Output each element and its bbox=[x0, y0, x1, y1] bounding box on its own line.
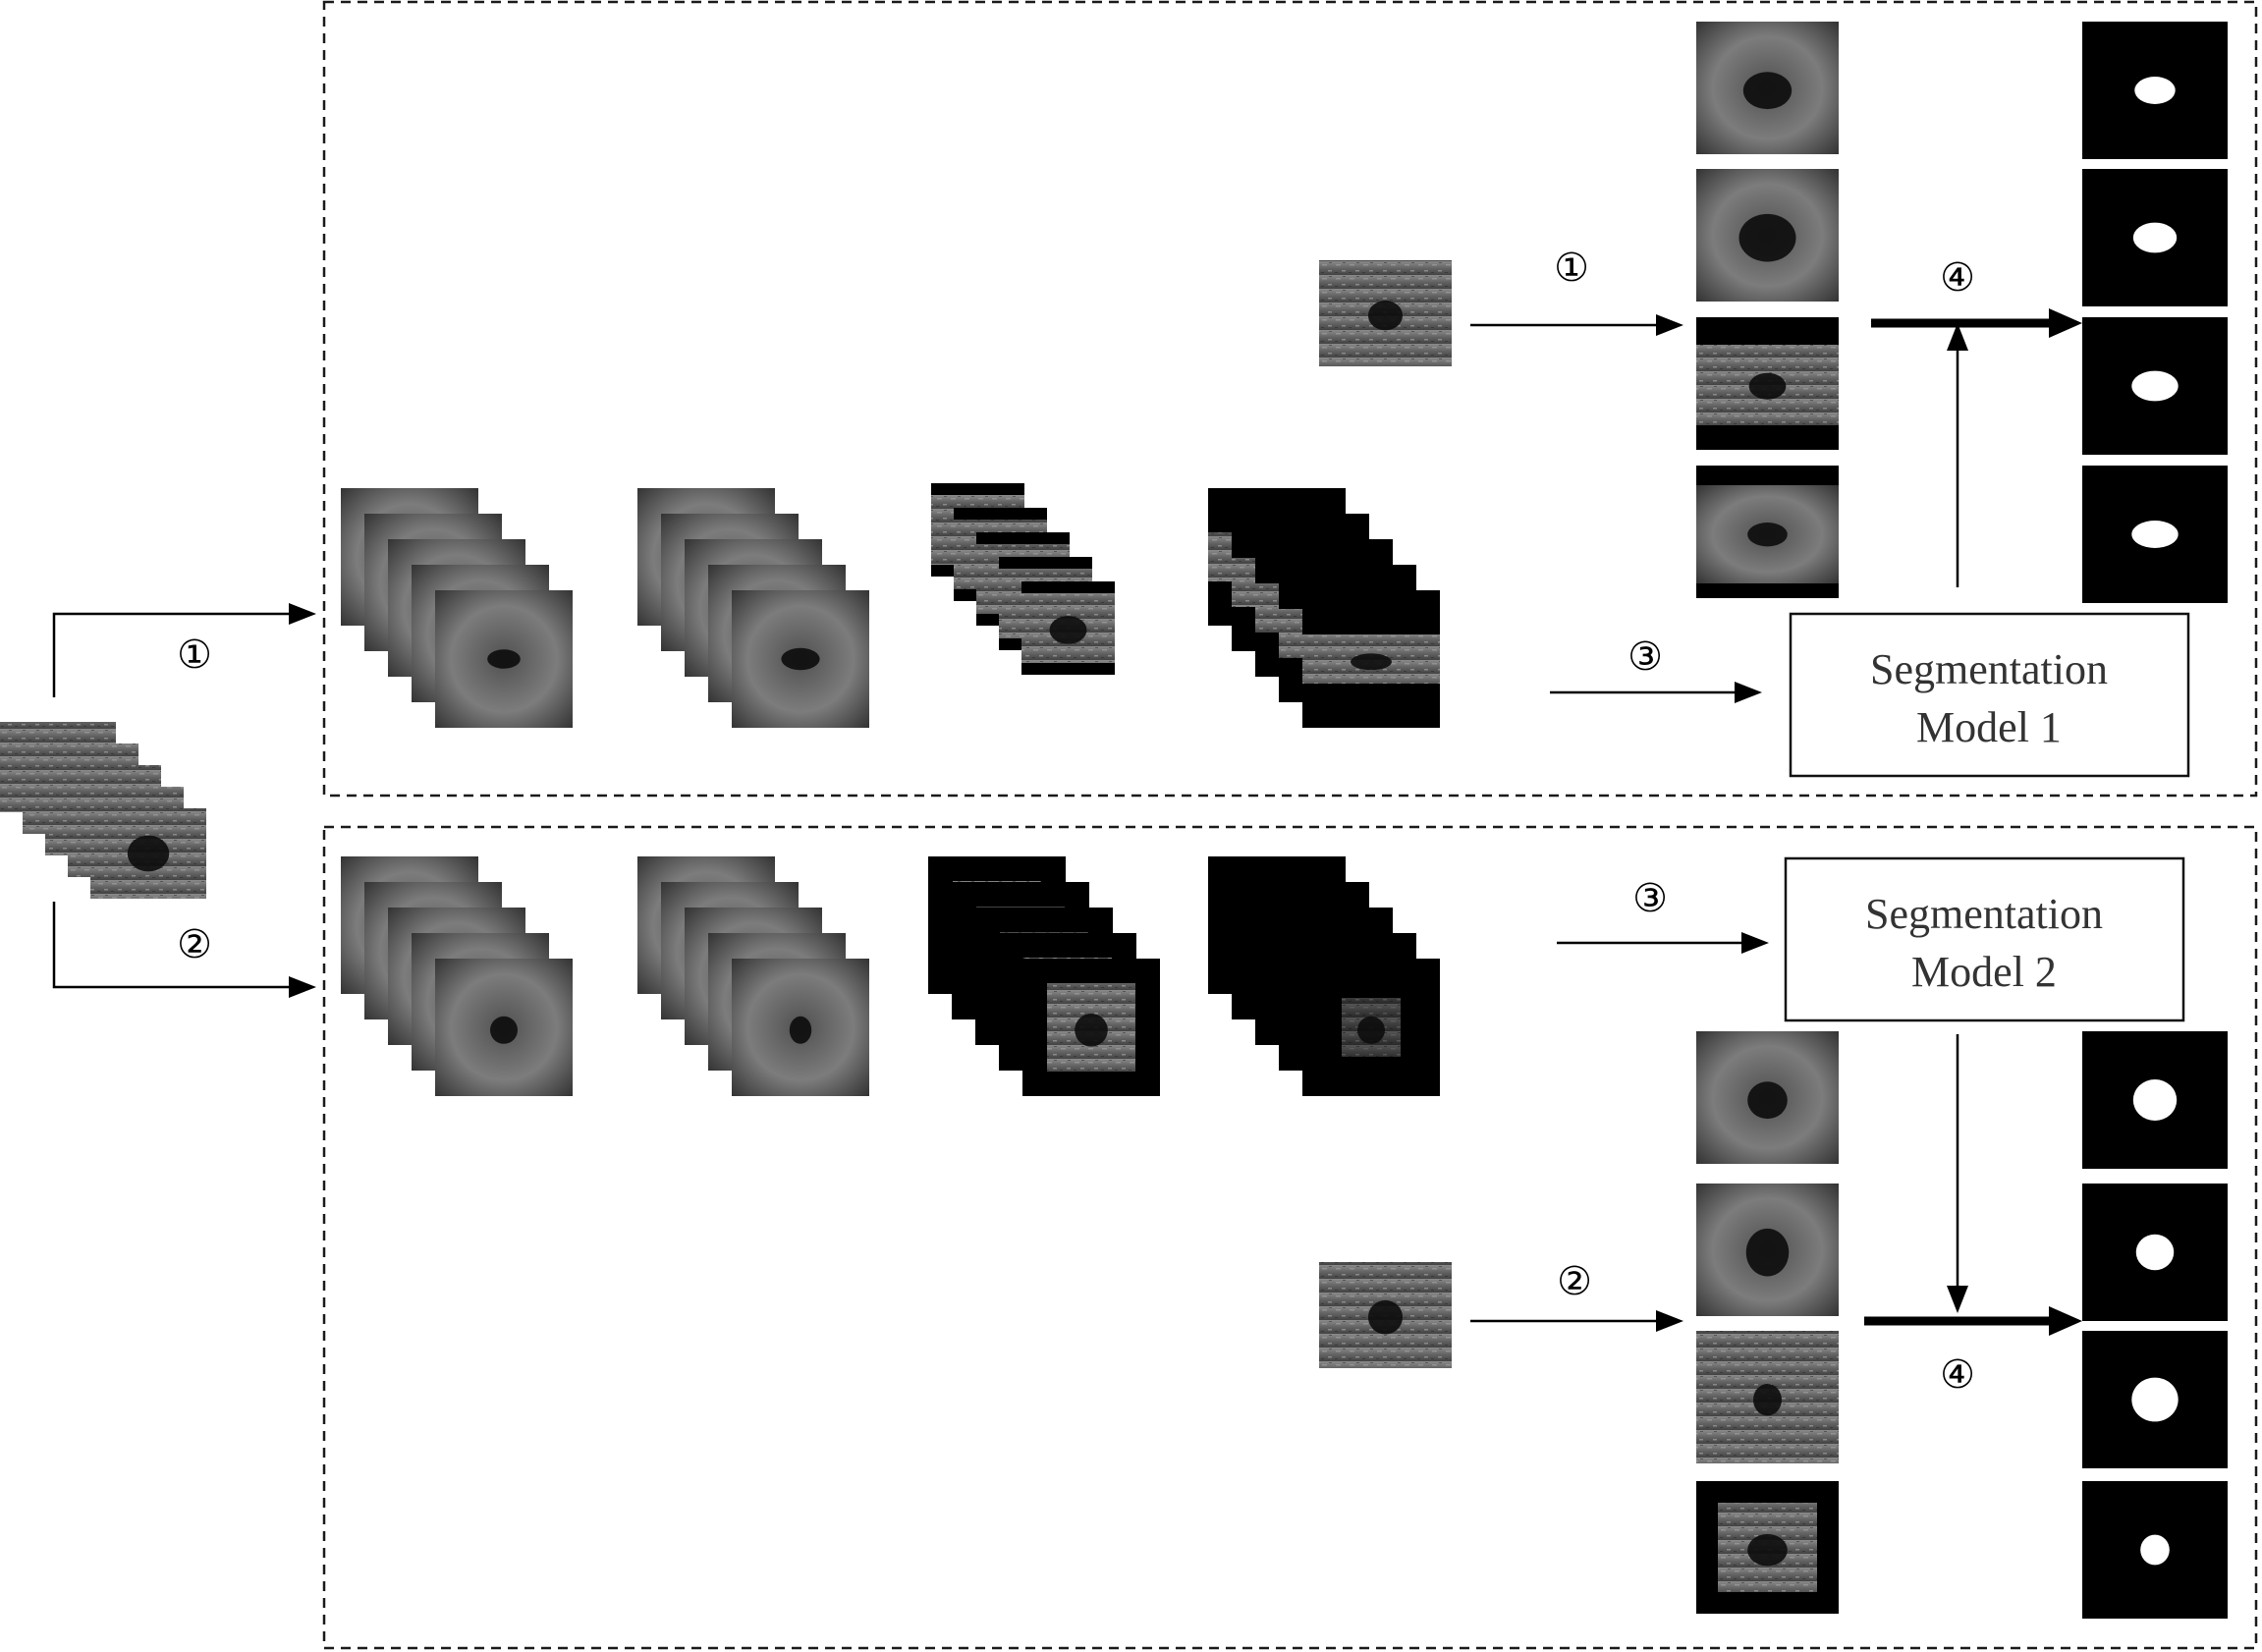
b2-aug-image-4 bbox=[1696, 1481, 1839, 1614]
b2-test-arrowhead bbox=[1656, 1310, 1683, 1332]
b1-mask-4 bbox=[2082, 466, 2228, 603]
b2-stack-1-slice-5 bbox=[435, 959, 573, 1096]
model-2-down-arrowhead bbox=[1947, 1286, 1968, 1313]
step-label-branch-2: ② bbox=[177, 922, 212, 967]
step-label-b1-train: ③ bbox=[1628, 634, 1663, 680]
model-1-up-arrowhead bbox=[1947, 323, 1968, 351]
branch-1-container bbox=[322, 0, 2258, 798]
b2-mask-3 bbox=[2082, 1331, 2228, 1468]
b1-test-arrowhead bbox=[1656, 314, 1683, 336]
b2-aug-image-1 bbox=[1696, 1031, 1839, 1164]
b1-test-ultrasound bbox=[1319, 260, 1452, 366]
branch-1-arrowhead bbox=[289, 603, 316, 625]
b2-train-arrowhead bbox=[1741, 932, 1769, 954]
b2-stack-4-slice-5 bbox=[1302, 959, 1440, 1096]
b1-stack-1-slice-5 bbox=[435, 590, 573, 728]
b2-test-ultrasound bbox=[1319, 1262, 1452, 1368]
step-label-b1-augment: ① bbox=[1554, 246, 1589, 291]
b2-aug-image-2 bbox=[1696, 1184, 1839, 1316]
branch-1-augmented-test-column bbox=[1696, 22, 1839, 598]
branch-1-test-image bbox=[1319, 260, 1452, 366]
branch-1-arrow bbox=[52, 612, 295, 697]
b1-stack-2-slice-5 bbox=[732, 590, 869, 728]
b1-predict-arrowhead bbox=[2049, 308, 2082, 338]
input-image-stack bbox=[0, 722, 206, 899]
branch-2-arrowhead bbox=[289, 976, 316, 998]
segmentation-model-1 bbox=[1789, 612, 2190, 778]
branch-2-augmented-stacks bbox=[341, 856, 1440, 1096]
branch-2-augmented-test-column bbox=[1696, 1031, 1839, 1614]
model-2-line-1: Segmentation bbox=[1865, 890, 2103, 938]
b1-aug-image-1 bbox=[1696, 22, 1839, 154]
b2-predict-arrowhead bbox=[2049, 1306, 2082, 1336]
branch-2-container bbox=[322, 825, 2258, 1650]
model-1-line-2: Model 1 bbox=[1916, 703, 2062, 751]
branch-2-mask-column bbox=[2082, 1031, 2228, 1619]
step-label-b1-predict: ④ bbox=[1940, 255, 1975, 301]
b2-mask-1 bbox=[2082, 1031, 2228, 1169]
segmentation-model-2 bbox=[1784, 856, 2185, 1022]
b1-aug-image-4 bbox=[1696, 466, 1839, 598]
step-label-branch-1: ① bbox=[177, 633, 212, 678]
step-label-b2-predict: ④ bbox=[1940, 1352, 1975, 1398]
b2-aug-image-3 bbox=[1696, 1331, 1839, 1463]
b1-mask-1 bbox=[2082, 22, 2228, 159]
b2-stack-2-slice-5 bbox=[732, 959, 869, 1096]
b1-stack-3-slice-5 bbox=[1021, 581, 1115, 675]
b1-stack-4-slice-5 bbox=[1302, 590, 1440, 728]
branch-2-arrow bbox=[52, 902, 295, 989]
b1-mask-3 bbox=[2082, 317, 2228, 455]
b1-aug-image-2 bbox=[1696, 169, 1839, 302]
b2-mask-2 bbox=[2082, 1184, 2228, 1321]
b2-stack-3-slice-5 bbox=[1022, 959, 1160, 1096]
step-label-b2-train: ③ bbox=[1632, 876, 1668, 921]
b1-train-arrowhead bbox=[1735, 682, 1762, 703]
model-2-line-2: Model 2 bbox=[1911, 948, 2057, 996]
model-1-line-1: Segmentation bbox=[1870, 645, 2108, 693]
branch-2-test-image bbox=[1319, 1262, 1452, 1368]
input-image-slice-5 bbox=[90, 808, 206, 899]
b1-aug-image-3 bbox=[1696, 317, 1839, 450]
b1-mask-2 bbox=[2082, 169, 2228, 306]
branch-1-augmented-stacks bbox=[341, 483, 1440, 728]
b2-mask-4 bbox=[2082, 1481, 2228, 1619]
step-label-b2-augment: ② bbox=[1557, 1259, 1592, 1304]
branch-1-mask-column bbox=[2082, 22, 2228, 603]
